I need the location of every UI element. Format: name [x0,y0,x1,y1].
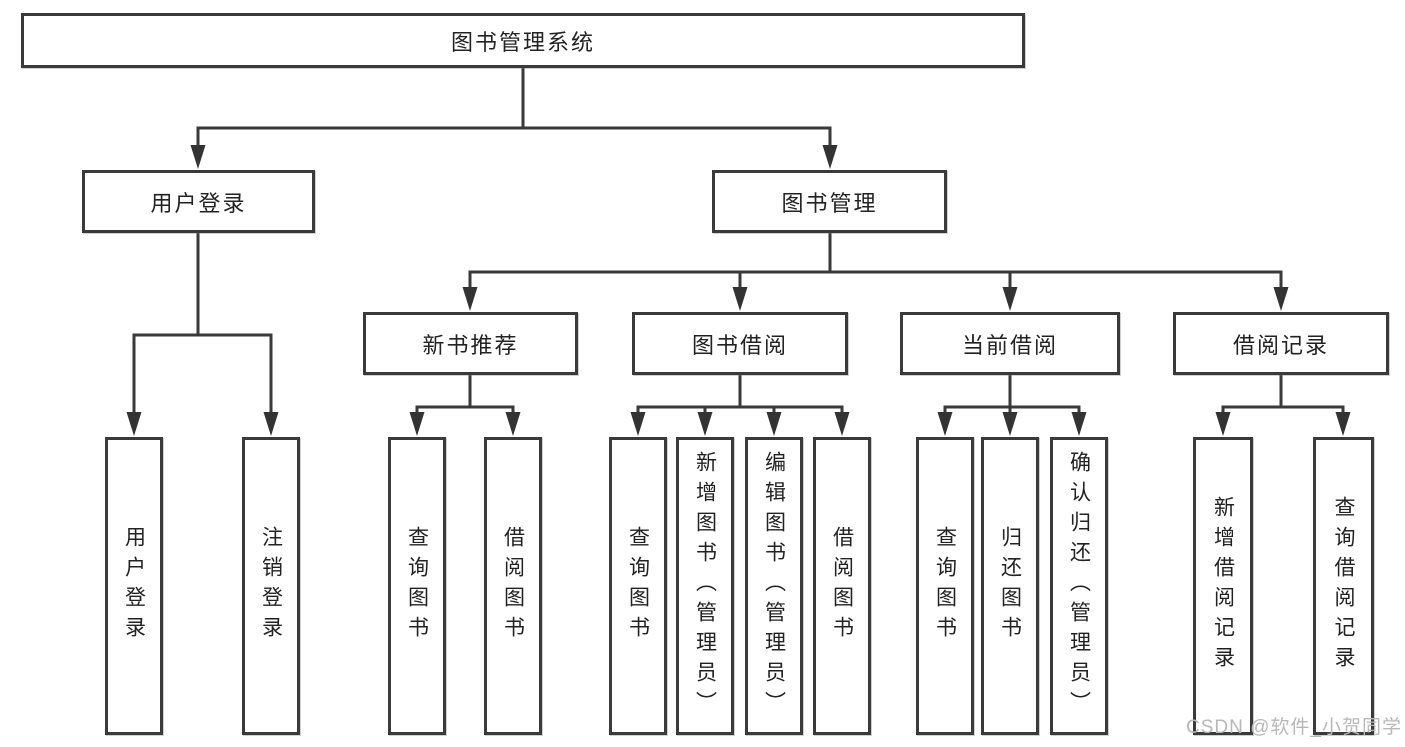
node-borrowing-records: 借阅记录 [1173,312,1389,375]
node-leaf-borrow-books-borrowing: 借阅图书 [813,437,871,735]
node-leaf-query-borrow-record: 查询借阅记录 [1313,437,1374,735]
node-leaf-add-books-admin: 新增图书（管理员） [676,437,734,735]
node-book-borrowing: 图书借阅 [632,312,848,375]
node-book-management: 图书管理 [712,170,947,233]
csdn-watermark: CSDN @软件_小贺同学 [1186,717,1402,738]
node-leaf-return-books: 归还图书 [981,437,1039,735]
node-leaf-user-login: 用户登录 [105,437,163,735]
node-leaf-query-books-current: 查询图书 [916,437,974,735]
node-new-book-recommend: 新书推荐 [363,312,578,375]
node-leaf-query-books-recommend: 查询图书 [388,437,446,735]
node-leaf-query-books-borrowing: 查询图书 [609,437,667,735]
node-leaf-confirm-return-admin: 确认归还（管理员） [1050,437,1108,735]
node-leaf-borrow-books-recommend: 借阅图书 [484,437,542,735]
node-leaf-logout-login: 注销登录 [242,437,300,735]
node-leaf-edit-books-admin: 编辑图书（管理员） [745,437,803,735]
node-user-login: 用户登录 [82,170,315,233]
node-library-system: 图书管理系统 [21,13,1025,68]
node-leaf-add-borrow-record: 新增借阅记录 [1193,437,1253,735]
node-current-borrowing: 当前借阅 [900,312,1120,375]
